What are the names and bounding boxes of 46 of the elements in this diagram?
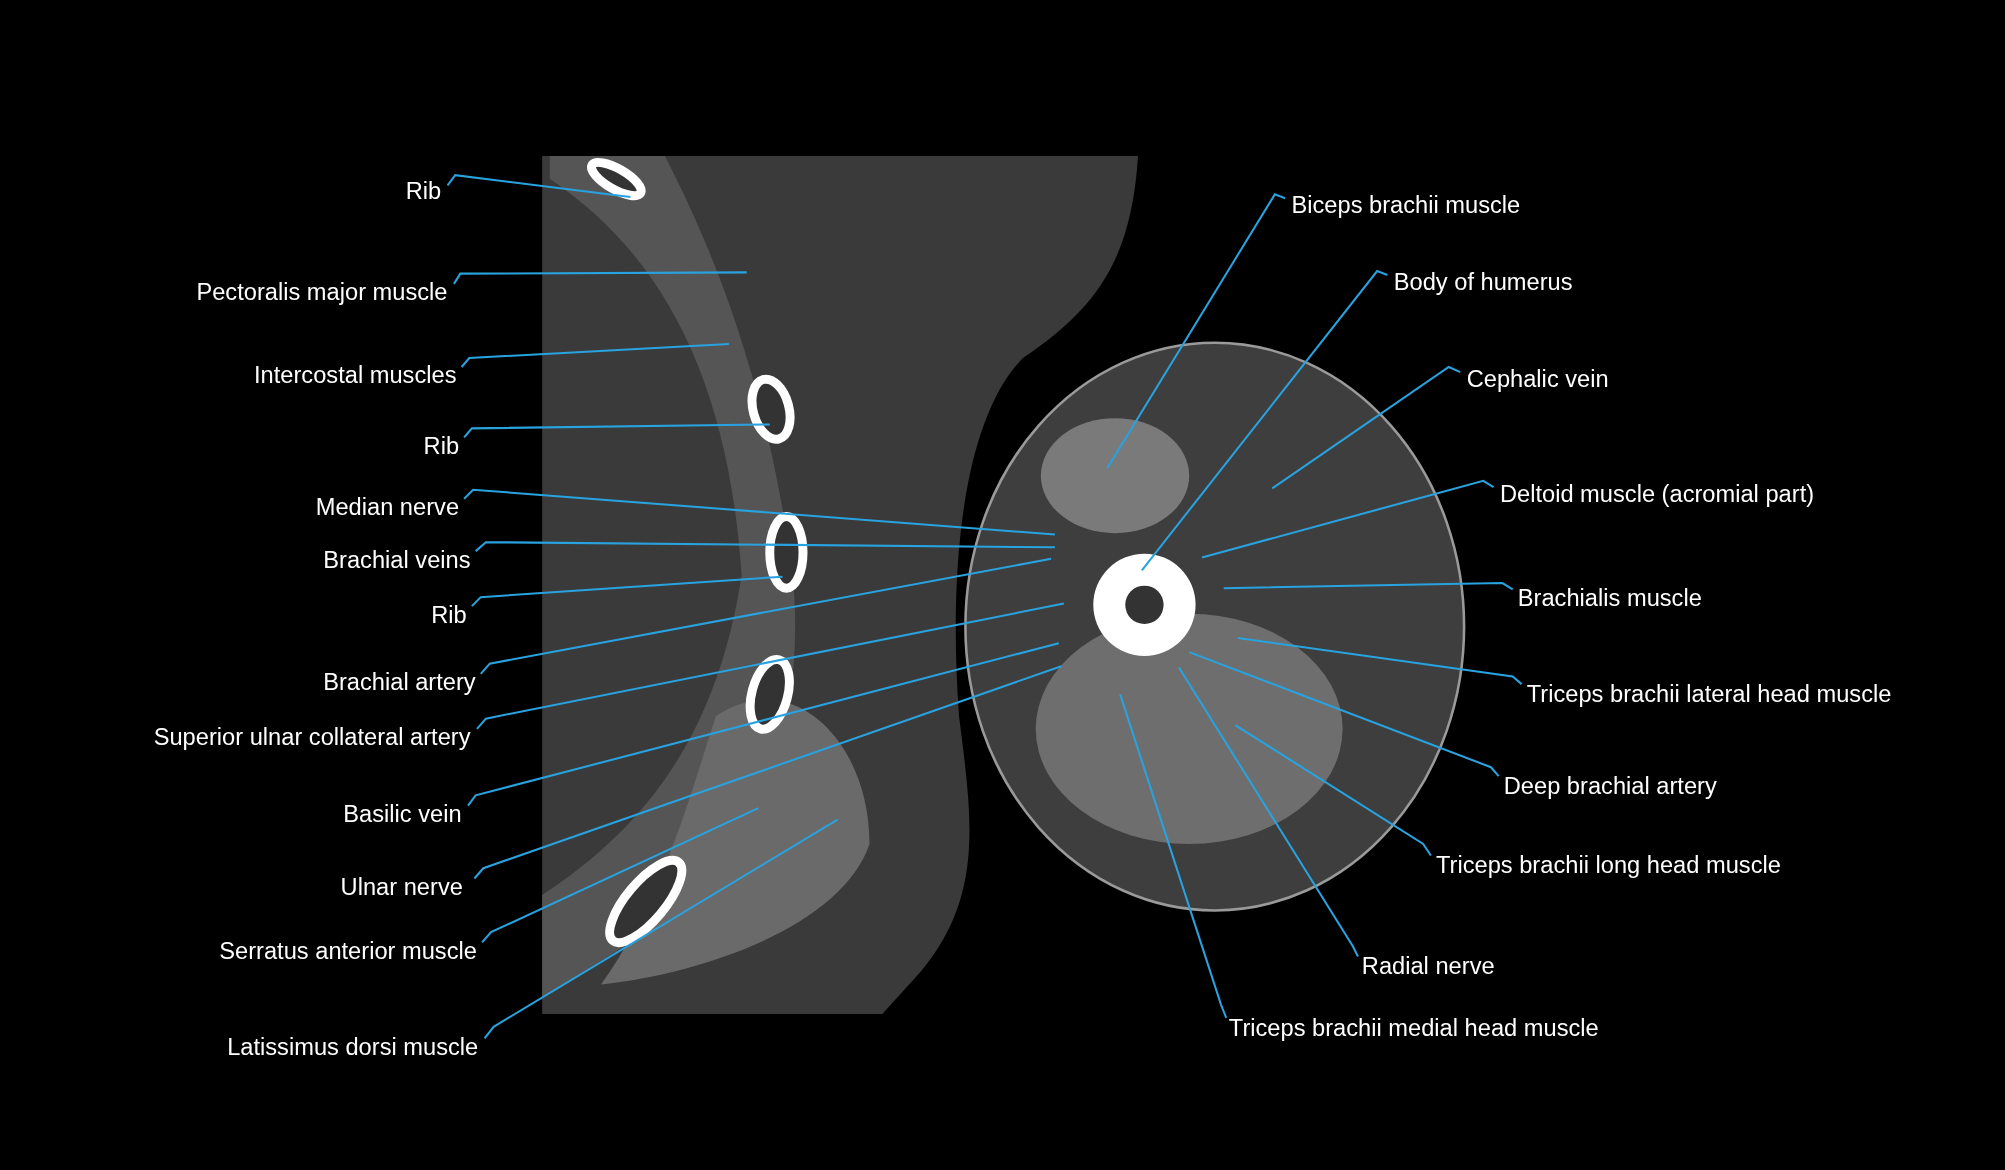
leader-line — [463, 488, 1055, 536]
structure-label: Basilic vein — [343, 801, 462, 828]
structure-label: Median nerve — [315, 494, 460, 521]
structure-label: Brachial veins — [323, 547, 471, 574]
leader-line — [1271, 365, 1461, 490]
leader-line — [1237, 637, 1523, 685]
leader-line — [475, 541, 1055, 552]
structure-label: Triceps brachii lateral head muscle — [1526, 681, 1892, 708]
leader-line — [483, 818, 839, 1039]
leader-line — [467, 642, 1059, 807]
structure-label: Biceps brachii muscle — [1291, 192, 1521, 219]
leader-line — [1234, 724, 1432, 856]
leader-line — [1141, 269, 1388, 571]
leader-line — [481, 807, 759, 944]
leader-line — [1188, 651, 1500, 777]
structure-label: Brachial artery — [323, 669, 476, 696]
leader-line — [476, 602, 1065, 730]
structure-label: Rib — [431, 602, 467, 629]
leader-line — [463, 423, 770, 438]
structure-label: Rib — [423, 433, 460, 460]
structure-label: Rib — [405, 178, 442, 205]
leader-line — [1201, 479, 1495, 559]
structure-label: Ulnar nerve — [340, 874, 463, 901]
leader-line — [446, 174, 631, 198]
structure-label: Deep brachial artery — [1503, 773, 1717, 800]
leader-line — [1223, 582, 1514, 591]
structure-label: Cephalic vein — [1466, 366, 1609, 393]
structure-label: Pectoralis major muscle — [196, 279, 448, 306]
structure-label: Deltoid muscle (acromial part) — [1499, 481, 1815, 508]
structure-label: Serratus anterior muscle — [219, 938, 477, 965]
structure-label: Intercostal muscles — [254, 362, 457, 389]
structure-label: Latissimus dorsi muscle — [227, 1034, 479, 1061]
leader-line — [1178, 666, 1359, 957]
leader-line — [1106, 193, 1286, 469]
leader-line — [473, 665, 1062, 880]
structure-label: Brachialis muscle — [1517, 585, 1702, 612]
structure-label: Body of humerus — [1393, 269, 1573, 296]
leader-line — [460, 342, 729, 368]
leader-line — [1119, 694, 1228, 1019]
structure-label: Triceps brachii medial head muscle — [1228, 1015, 1599, 1042]
structure-label: Triceps brachii long head muscle — [1435, 852, 1781, 879]
leader-line — [453, 271, 747, 285]
leader-line — [480, 557, 1052, 675]
structure-label: Radial nerve — [1361, 953, 1495, 980]
leader-line — [471, 575, 783, 607]
structure-label: Superior ulnar collateral artery — [153, 724, 471, 751]
